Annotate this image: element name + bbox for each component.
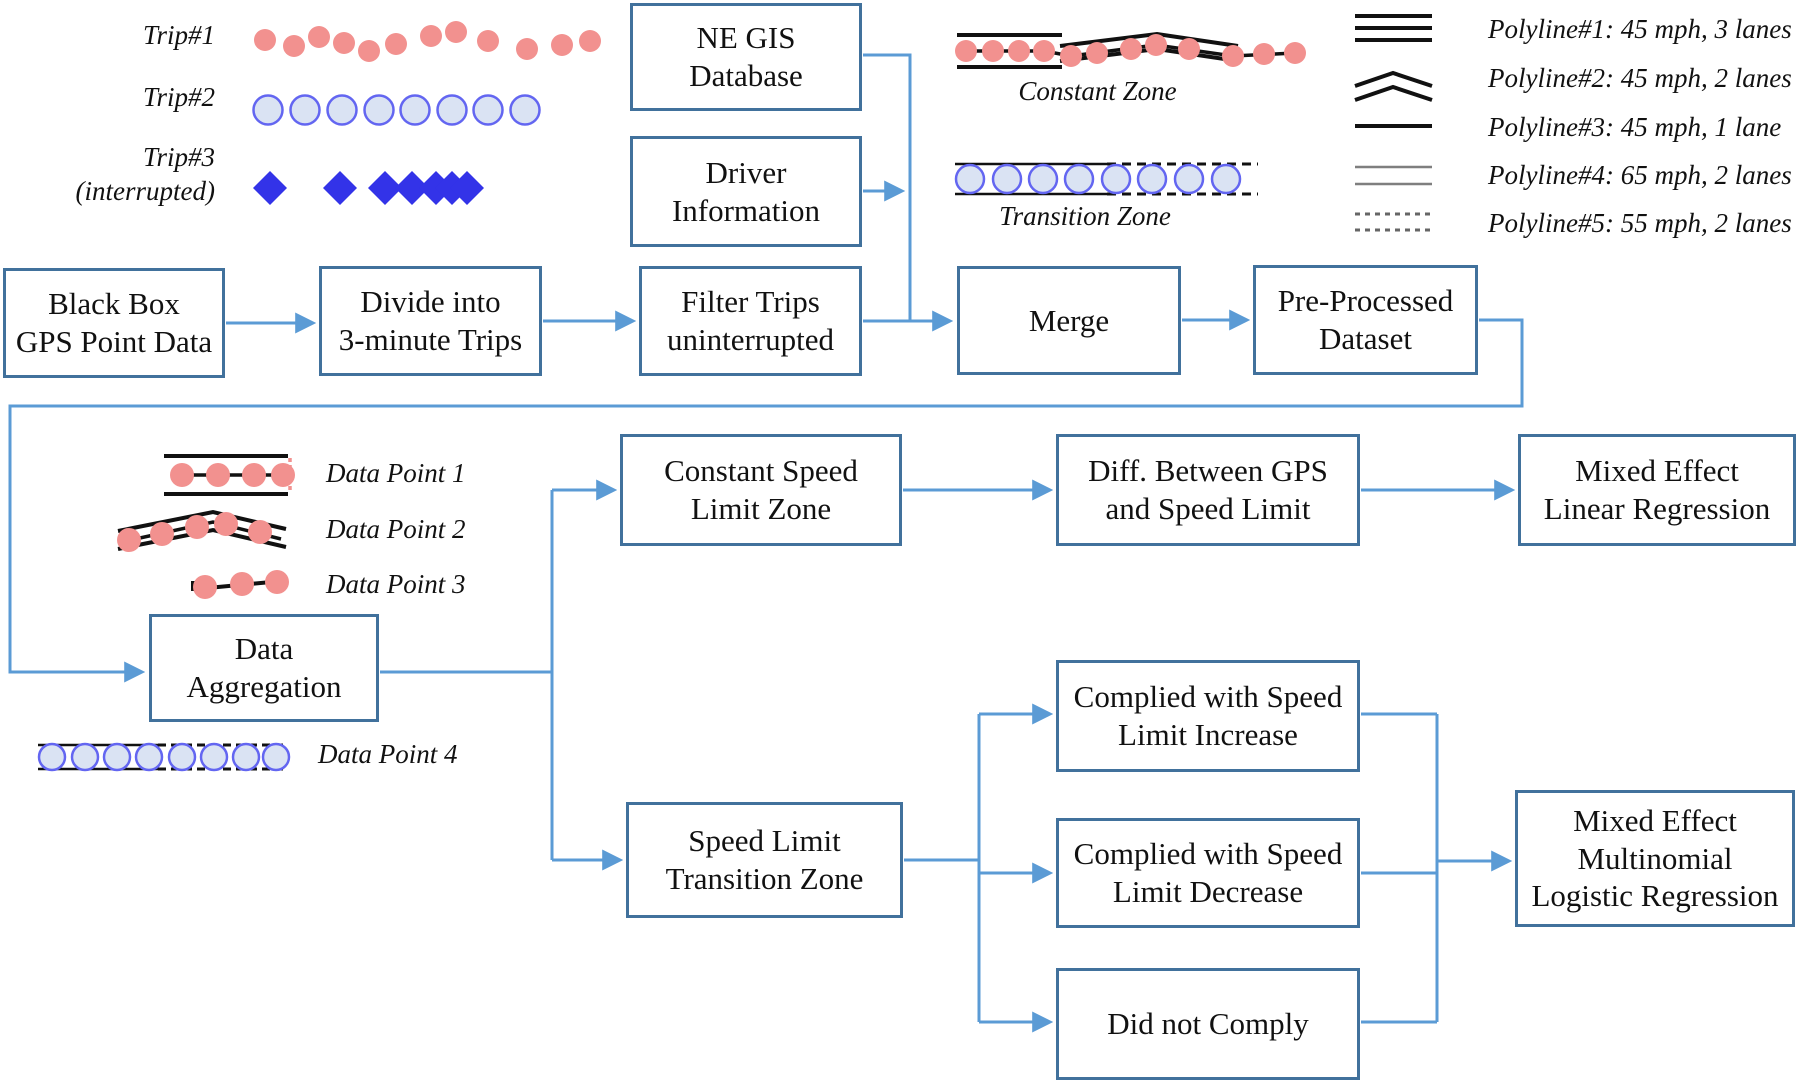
polyline4-label: Polyline#4: 65 mph, 2 lanes (1488, 160, 1792, 190)
transition-zone-example (954, 162, 1258, 196)
polyline5-symbol (1355, 212, 1432, 232)
data-point1-graphic (164, 454, 295, 496)
trip3-label: Trip#3 (interrupted) (75, 142, 215, 206)
polyline4-symbol (1355, 165, 1432, 186)
trip3-diamond-row (253, 171, 484, 205)
box-multinomial-regression: Mixed Effect Multinomial Logistic Regres… (1515, 790, 1795, 927)
trip2-label: Trip#2 (142, 82, 215, 112)
polyline2-symbol (1354, 70, 1433, 102)
box-constant-speed-zone: Constant Speed Limit Zone (620, 434, 902, 546)
box-data-aggregation: Data Aggregation (149, 614, 379, 722)
data-point1-label: Data Point 1 (326, 458, 466, 488)
transition-zone-label: Transition Zone (999, 201, 1171, 231)
box-driver-information: Driver Information (630, 136, 862, 247)
polyline3-label: Polyline#3: 45 mph, 1 lane (1488, 112, 1782, 142)
line-preprocessed-to-aggregation (8, 318, 1524, 683)
data-point2-label: Data Point 2 (326, 514, 466, 544)
box-diff-gps-speed: Diff. Between GPS and Speed Limit (1056, 434, 1360, 546)
line-negis-to-junction (863, 53, 912, 321)
data-point4-graphic (37, 742, 291, 772)
box-transition-speed-zone: Speed Limit Transition Zone (626, 802, 903, 918)
data-point2-graphic (117, 509, 287, 552)
trip2-circle-row (252, 94, 541, 126)
constant-zone-example (955, 31, 1306, 69)
data-point3-label: Data Point 3 (326, 569, 466, 599)
polyline5-label: Polyline#5: 55 mph, 2 lanes (1488, 208, 1792, 238)
trip1-label: Trip#1 (142, 20, 215, 50)
box-ne-gis-database: NE GIS Database (630, 3, 862, 111)
data-point3-graphic (191, 570, 289, 599)
box-preprocessed-dataset: Pre-Processed Dataset (1253, 265, 1478, 375)
box-merge: Merge (957, 266, 1181, 375)
box-complied-decrease: Complied with Speed Limit Decrease (1056, 818, 1360, 928)
box-black-box-gps: Black Box GPS Point Data (3, 268, 225, 378)
line-collector (1361, 712, 1439, 1024)
trip1-dot-row (254, 21, 601, 62)
polyline1-label: Polyline#1: 45 mph, 3 lanes (1488, 14, 1792, 44)
box-divide-trips: Divide into 3-minute Trips (319, 266, 542, 376)
constant-zone-label: Constant Zone (1018, 76, 1177, 106)
box-complied-increase: Complied with Speed Limit Increase (1056, 660, 1360, 772)
box-did-not-comply: Did not Comply (1056, 968, 1360, 1080)
box-filter-trips: Filter Trips uninterrupted (639, 266, 862, 376)
data-point4-label: Data Point 4 (318, 739, 458, 769)
polyline2-label: Polyline#2: 45 mph, 2 lanes (1488, 63, 1792, 93)
polyline1-symbol (1355, 14, 1432, 42)
connector-lines (8, 53, 1524, 1033)
box-linear-regression: Mixed Effect Linear Regression (1518, 434, 1796, 546)
